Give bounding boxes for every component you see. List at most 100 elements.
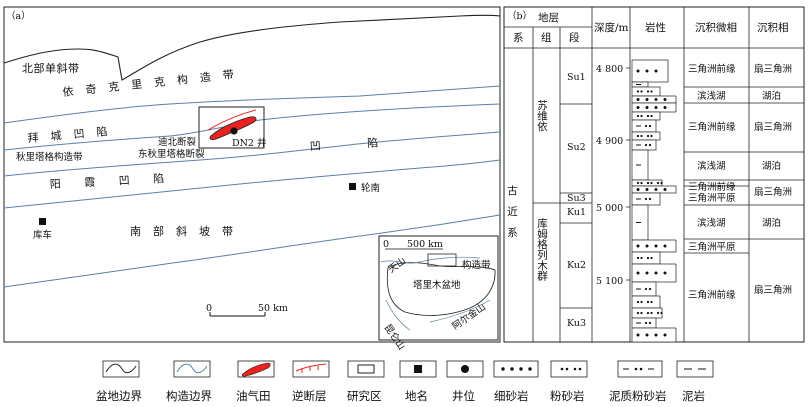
legend-label-siltstone: 粉砂岩: [550, 389, 585, 403]
structure-boundary-1: [3, 85, 501, 124]
structure-boundary-3: [3, 131, 501, 177]
system-paleogene: 古 近 系: [506, 184, 518, 237]
header-lithology: 岩性: [645, 21, 666, 34]
micro-8: 三角洲平原: [688, 241, 736, 253]
label-yangxia: 阳 霞 凹 陷: [49, 171, 165, 191]
label-south-slope: 南 部 斜 坡 带: [130, 224, 234, 238]
lithology-band: [631, 281, 657, 297]
legend: 盆地边界 构造边界 油气田 逆断层 研究区 地名 井位 细砂岩 粉砂岩 泥质粉砂…: [96, 360, 714, 403]
facies-dividers: [684, 86, 804, 254]
depth-ticks: [626, 67, 630, 281]
micro-5: 三角洲前缘: [688, 181, 736, 193]
lithology-band: [631, 111, 661, 121]
legend-label-mudstone: 泥岩: [682, 389, 705, 403]
header-member: 段: [569, 31, 580, 44]
legend-label-well-location: 井位: [452, 389, 475, 403]
place-lunnan-marker: [349, 183, 356, 190]
scale-zero: 0: [206, 303, 212, 314]
member-dividers: [560, 103, 592, 309]
scale-bar: [209, 312, 266, 317]
member-su2: Su2: [567, 142, 586, 153]
lithology-band: [631, 295, 661, 309]
fine-sandstone-icon: [493, 360, 539, 378]
micro-1: 三角洲前缘: [688, 63, 736, 75]
group-kumugeliemu: 库姆格列木群: [536, 217, 548, 282]
header-depth: 深度/m: [594, 21, 629, 34]
mudstone-icon: [676, 360, 714, 378]
header-microfacies: 沉积微相: [695, 21, 737, 34]
structure-boundary-5: [3, 214, 501, 288]
well-dn2: [230, 127, 238, 135]
structure-boundary-4: [3, 159, 501, 209]
inset-scale-zero: 0: [383, 239, 389, 250]
lithology-column: [631, 59, 677, 343]
well-location-icon: [446, 360, 484, 378]
legend-label-fine-sandstone: 细砂岩: [494, 389, 529, 403]
member-ku2: Ku2: [567, 260, 586, 271]
inset-basin-outline: [386, 262, 496, 316]
inset-study-box: [427, 253, 457, 267]
depth-4900: 4 900: [596, 136, 623, 147]
micro-6: 三角洲平原: [688, 192, 736, 204]
reverse-fault: [207, 109, 257, 133]
group-suweiyi: 苏维依: [536, 99, 548, 132]
depth-5100: 5 100: [596, 276, 623, 287]
column-grid: [504, 7, 804, 342]
facies-1: 扇三角洲: [754, 63, 792, 75]
facies-7: 扇三角洲: [754, 284, 792, 296]
lithology-band: [631, 139, 657, 151]
siltstone-icon: [550, 360, 588, 378]
legend-label-structure-boundary: 构造边界: [166, 389, 212, 403]
facies-2: 湖泊: [762, 91, 781, 102]
oil-gas-field-icon: [237, 360, 275, 378]
legend-label-place-name: 地名: [405, 389, 428, 403]
place-name-icon: [399, 360, 437, 378]
label-well-dn2: DN2 井: [232, 137, 267, 149]
lithology-band: [631, 119, 657, 133]
label-dibei-fault: 迪北断裂: [158, 136, 197, 148]
panel-b-column: （b） 地层 系 组 段 深度/m 岩性 沉积微相 沉积相 古 近 系 苏维依 …: [503, 6, 805, 343]
legend-label-study-area: 研究区: [347, 389, 382, 403]
label-lunnan: 轮南: [361, 182, 380, 194]
depth-4800: 4 800: [596, 64, 623, 75]
header-system: 系: [513, 32, 524, 44]
inset-map: 0 500 km 天山 构造带 塔里木盆地 昆仑山 阿尔金山: [378, 235, 499, 352]
reverse-fault-icon: [292, 360, 330, 378]
study-area-box: [198, 106, 265, 149]
structure-boundary-icon: [173, 360, 211, 378]
lithology-band: [631, 251, 661, 265]
lithology-band: [631, 327, 677, 343]
panel-a-map: （a） 北部单斜带 依 奇 克 里 克 构 造 带 拜 城 凹 陷 凹 陷 迪北…: [3, 6, 501, 352]
lithology-band: [631, 131, 661, 141]
micro-3: 三角洲前缘: [688, 121, 736, 133]
label-kuche: 库车: [33, 229, 52, 241]
basin-boundary-icon: [102, 360, 140, 378]
facies-6: 湖泊: [762, 218, 781, 229]
legend-label-oil-gas-field: 油气田: [236, 389, 271, 403]
panel-b-label: （b）: [507, 10, 532, 22]
panel-a-label: （a）: [6, 10, 31, 22]
inset-mountains: [380, 256, 491, 331]
inset-structure-belt: 构造带: [462, 259, 491, 271]
depth-5000: 5 000: [596, 203, 623, 214]
facies-4: 湖泊: [762, 161, 781, 172]
micro-7: 滨浅湖: [697, 217, 726, 229]
facies-3: 扇三角洲: [754, 121, 792, 133]
label-north-slope: 北部单斜带: [22, 61, 80, 75]
micro-4: 滨浅湖: [697, 160, 726, 172]
micro-2: 滨浅湖: [697, 90, 726, 102]
label-depression-right: 凹 陷: [309, 135, 379, 153]
inset-tarim: 塔里木盆地: [413, 279, 461, 291]
label-qiulitage: 秋里塔格构造带: [16, 151, 83, 163]
legend-label-basin-boundary: 盆地边界: [96, 389, 142, 403]
inset-scale-distance: 500 km: [407, 239, 443, 250]
lithology-band: [631, 317, 657, 329]
member-ku1: Ku1: [567, 207, 586, 218]
lithology-band: [631, 59, 669, 83]
member-ku3: Ku3: [567, 318, 586, 329]
member-su3: Su3: [567, 193, 586, 204]
header-stratum: 地层: [538, 11, 559, 24]
lithology-band: [631, 86, 661, 97]
study-area-icon: [347, 360, 385, 378]
